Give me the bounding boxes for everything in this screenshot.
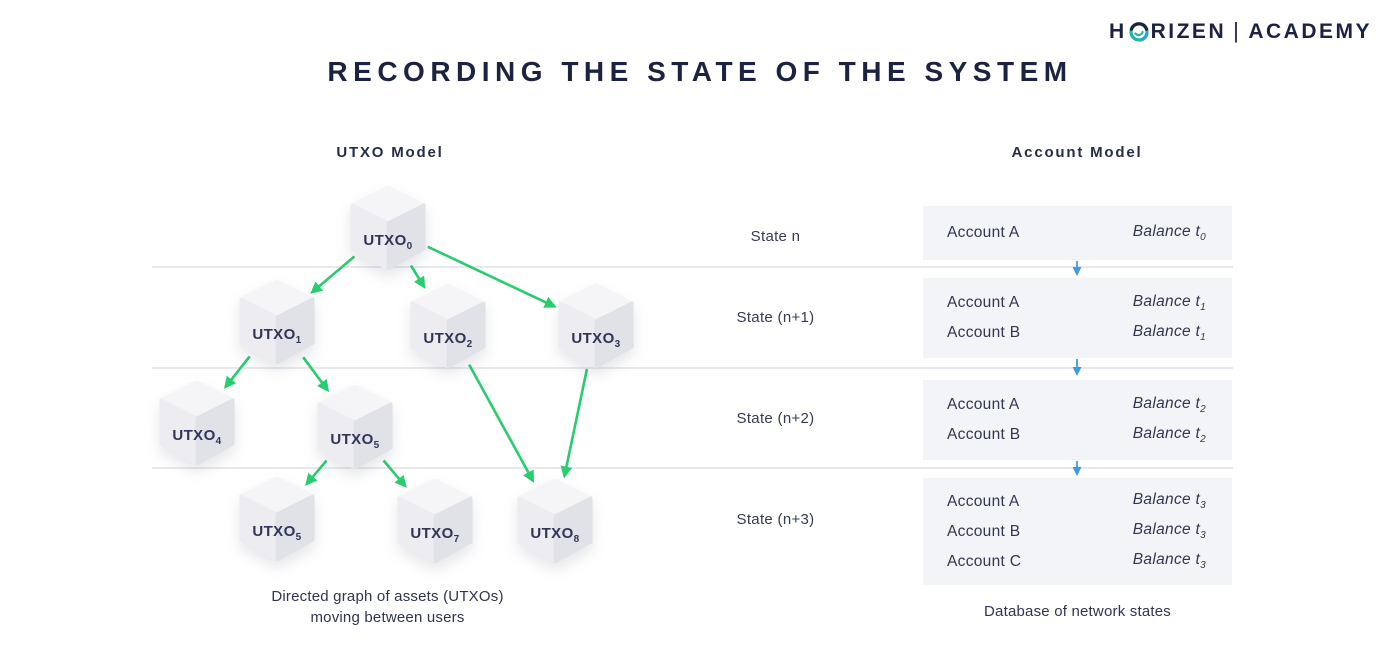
- logo-text-academy: ACADEMY: [1248, 20, 1372, 43]
- utxo-cube-5: UTXO5: [317, 385, 393, 469]
- utxo-cube-label: UTXO5: [330, 431, 380, 451]
- account-caption: Database of network states: [984, 603, 1171, 620]
- account-row: Account A Balance t2: [947, 390, 1206, 420]
- account-name: Account C: [947, 552, 1022, 570]
- account-name: Account B: [947, 324, 1021, 341]
- state-label-n1: State (n+1): [736, 309, 815, 326]
- utxo-edge-arrow: [468, 363, 535, 483]
- account-balance: Balance t1: [1132, 322, 1206, 344]
- account-name: Account A: [947, 294, 1020, 311]
- utxo-cube-0: UTXO0: [350, 186, 426, 270]
- account-state-block-0: Account A Balance t0: [923, 206, 1232, 260]
- account-row: Account A Balance t1: [947, 288, 1206, 318]
- account-name: Account B: [947, 522, 1021, 540]
- account-balance: Balance t1: [1132, 292, 1206, 314]
- horizen-ring-icon: [1129, 22, 1149, 42]
- account-row: Account B Balance t1: [947, 318, 1206, 348]
- account-model-heading: Account Model: [1011, 144, 1143, 161]
- account-row: Account A Balance t0: [947, 218, 1206, 248]
- account-name: Account A: [947, 224, 1020, 241]
- account-row: Account B Balance t3: [947, 517, 1206, 547]
- utxo-caption: Directed graph of assets (UTXOs) moving …: [205, 586, 570, 628]
- utxo-cube-7: UTXO7: [397, 479, 473, 563]
- state-label-n3: State (n+3): [736, 511, 815, 528]
- utxo-cube-label: UTXO3: [571, 330, 621, 350]
- utxo-cube-label: UTXO0: [363, 232, 413, 252]
- account-balance: Balance t2: [1132, 424, 1206, 446]
- account-state-block-1: Account A Balance t1 Account B Balance t1: [923, 278, 1232, 358]
- logo-separator: |: [1233, 18, 1242, 43]
- utxo-cube-label: UTXO5: [252, 523, 302, 543]
- state-divider: [152, 467, 1233, 469]
- page-title: RECORDING THE STATE OF THE SYSTEM: [327, 56, 1073, 87]
- account-row: Account B Balance t2: [947, 420, 1206, 450]
- utxo-edge-arrow: [310, 255, 356, 294]
- utxo-cube-8: UTXO8: [517, 479, 593, 563]
- state-divider: [152, 367, 1233, 369]
- utxo-model-heading: UTXO Model: [336, 144, 444, 161]
- utxo-cube-label: UTXO8: [530, 525, 580, 545]
- account-name: Account A: [947, 492, 1020, 510]
- utxo-cube-label: UTXO7: [410, 525, 460, 545]
- utxo-cube-3: UTXO3: [558, 284, 634, 368]
- account-balance: Balance t3: [1132, 491, 1206, 512]
- account-balance: Balance t3: [1132, 521, 1206, 542]
- utxo-cube-6: UTXO5: [239, 477, 315, 561]
- utxo-edge-arrow: [560, 368, 589, 479]
- account-name: Account B: [947, 426, 1021, 443]
- account-balance: Balance t3: [1132, 551, 1206, 572]
- brand-logo: H RIZEN | ACADEMY: [1109, 18, 1372, 46]
- account-state-block-2: Account A Balance t2 Account B Balance t2: [923, 380, 1232, 460]
- account-balance: Balance t2: [1132, 394, 1206, 416]
- state-label-n: State n: [750, 228, 801, 245]
- state-label-n2: State (n+2): [736, 410, 815, 427]
- utxo-cube-label: UTXO2: [423, 330, 473, 350]
- account-balance: Balance t0: [1132, 222, 1206, 244]
- logo-text-h: H: [1108, 20, 1127, 43]
- utxo-caption-line2: moving between users: [310, 609, 465, 626]
- state-divider: [152, 266, 1233, 268]
- utxo-cube-label: UTXO4: [172, 427, 222, 447]
- account-row: Account C Balance t3: [947, 547, 1206, 577]
- utxo-cube-2: UTXO2: [410, 284, 486, 368]
- utxo-caption-line1: Directed graph of assets (UTXOs): [271, 588, 504, 605]
- logo-text-rizen: RIZEN: [1150, 20, 1227, 43]
- account-name: Account A: [947, 396, 1020, 413]
- account-row: Account A Balance t3: [947, 487, 1206, 517]
- utxo-cube-4: UTXO4: [159, 381, 235, 465]
- utxo-cube-1: UTXO1: [239, 280, 315, 364]
- utxo-cube-label: UTXO1: [252, 326, 302, 346]
